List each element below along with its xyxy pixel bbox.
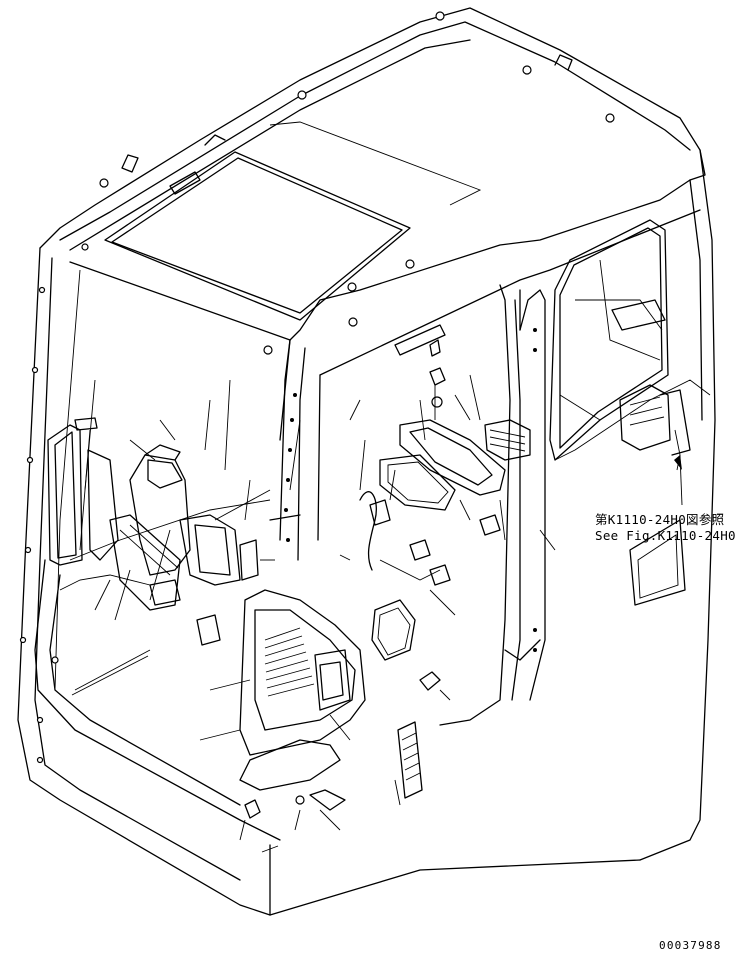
cab-roof bbox=[39, 7, 706, 355]
rear-window bbox=[549, 219, 686, 606]
cab-body bbox=[17, 149, 716, 916]
console-duct bbox=[239, 589, 366, 819]
side-control-panel bbox=[359, 324, 531, 799]
rear-cover bbox=[619, 384, 691, 456]
front-duct-assembly bbox=[47, 417, 301, 646]
drawing-number: 00037988 bbox=[659, 939, 722, 952]
reference-note-english: See Fig.K1110-24H0 bbox=[595, 528, 736, 543]
reference-note-japanese: 第K1110-24H0図参照 bbox=[595, 512, 725, 527]
leader-lines bbox=[79, 374, 683, 841]
door-frame bbox=[317, 284, 711, 726]
cab-floor bbox=[34, 489, 281, 841]
